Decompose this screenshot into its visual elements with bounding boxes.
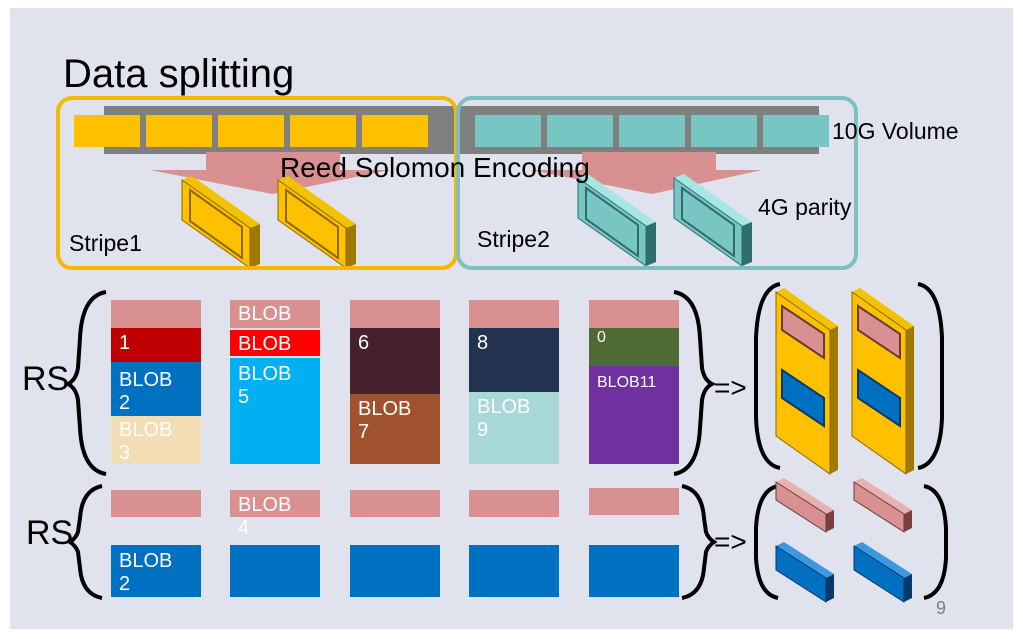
blob-label: BLOB 3 — [119, 419, 173, 464]
volume-cell — [763, 115, 829, 147]
encoding-graphics — [63, 152, 948, 603]
block-segment — [230, 300, 320, 328]
parity-label: 4G parity — [758, 194, 852, 220]
brace-right-bottom — [681, 484, 718, 600]
block-segment — [350, 490, 440, 517]
page-number: 9 — [936, 598, 947, 618]
parity-slab — [673, 174, 752, 267]
result-brace-right-bottom — [923, 484, 948, 600]
encoding-arrow-left — [150, 152, 390, 194]
volume-cell — [290, 115, 356, 147]
parity-slab — [181, 176, 260, 269]
stripe2-label: Stripe2 — [477, 226, 550, 252]
result-brace-right-top — [917, 282, 944, 470]
block-segment — [469, 300, 559, 328]
block-segment — [589, 488, 679, 515]
block-segment — [589, 328, 679, 366]
encoding-label: Reed Solomon Encoding — [280, 152, 590, 183]
volume-cell — [362, 115, 428, 147]
block-segment — [111, 362, 201, 416]
block-segment — [469, 392, 559, 464]
result-pink-slab — [853, 478, 912, 533]
blob-label: BLOB 5 — [238, 363, 292, 408]
result-blue-slab — [775, 542, 834, 603]
arrow-bottom: => — [714, 526, 747, 557]
block-segment — [350, 300, 440, 328]
encoding-arrow-right — [530, 152, 762, 194]
stripe1-label: Stripe1 — [69, 230, 142, 256]
volume-cell — [475, 115, 541, 147]
volume-cell — [146, 115, 212, 147]
slide: Data splitting — [10, 8, 1013, 629]
blob-label: BLOB 7 — [358, 398, 412, 443]
block-segment — [111, 416, 201, 464]
volume-cell — [691, 115, 757, 147]
blob-label: BLOB 2 — [119, 369, 173, 414]
parity-slab — [277, 176, 356, 269]
arrow-top: => — [714, 372, 747, 403]
blob-label: BLOB 2 — [119, 550, 173, 595]
brace-right-top — [673, 290, 717, 476]
block-segment — [350, 545, 440, 597]
blob-label: BLOB — [238, 333, 292, 355]
volume-cell — [547, 115, 613, 147]
stripe2-frame — [456, 96, 858, 270]
brace-left-top — [63, 290, 107, 476]
result-pink-slab — [775, 478, 834, 533]
block-segment — [230, 330, 320, 356]
blob-label: 8 — [477, 332, 489, 354]
result-parity-slab — [851, 288, 914, 475]
volume-cell — [619, 115, 685, 147]
block-segment — [230, 490, 320, 517]
blob-label: BLOB 4 — [238, 494, 292, 539]
block-segment — [589, 366, 679, 464]
blob-label: BLOB 9 — [477, 396, 531, 441]
block-segment — [111, 490, 201, 517]
block-segment — [589, 545, 679, 597]
result-parity-slab — [775, 288, 838, 475]
block-segment — [111, 300, 201, 328]
block-segment — [589, 300, 679, 328]
slide-title: Data splitting — [63, 52, 295, 96]
block-segment — [111, 328, 201, 362]
volume-cell — [74, 115, 140, 147]
block-segment — [469, 545, 559, 597]
blob-label: 6 — [358, 332, 370, 354]
result-brace-left-bottom — [754, 484, 779, 600]
blob-label: 0 — [597, 329, 606, 346]
blob-label: 1 — [119, 332, 131, 354]
block-segment — [111, 545, 201, 597]
volume-label: 10G Volume — [832, 118, 959, 144]
rs-label-bottom: RS — [26, 514, 74, 552]
volume-cell — [218, 115, 284, 147]
block-segment — [350, 328, 440, 394]
brace-left-bottom — [66, 484, 103, 600]
blob-label: BLOB11 — [597, 374, 657, 391]
block-segment — [469, 490, 559, 517]
block-segment — [469, 328, 559, 392]
rs-label-top: RS — [22, 360, 70, 398]
block-segment — [230, 545, 320, 597]
result-blue-slab — [853, 542, 912, 603]
block-segment — [350, 394, 440, 464]
result-brace-left-top — [754, 282, 781, 470]
block-segment — [230, 358, 320, 464]
